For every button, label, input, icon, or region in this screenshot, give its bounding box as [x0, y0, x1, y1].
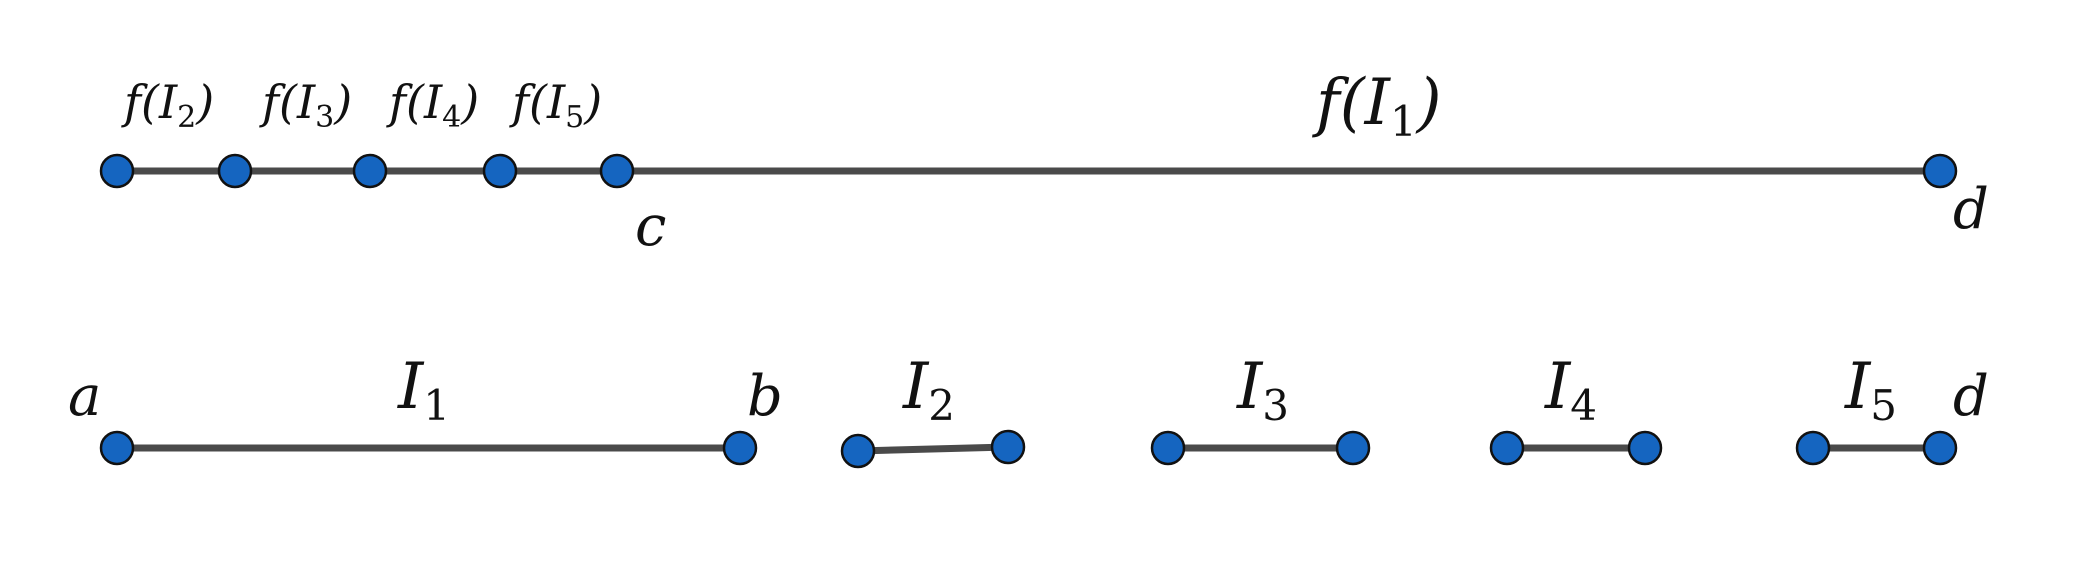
point-a [99, 430, 135, 466]
label-I3: I3 [1236, 350, 1289, 430]
label-a: a [68, 364, 101, 429]
top-point-d [1922, 153, 1958, 189]
top-point-c [599, 153, 635, 189]
label-I1: I1 [397, 350, 450, 430]
top-point-4 [482, 153, 518, 189]
label-b: b [747, 364, 783, 429]
point-d-bottom [1922, 430, 1958, 466]
label-f-I3: f(I3) [259, 75, 352, 135]
point-I3-left [1150, 430, 1186, 466]
label-c: c [635, 194, 666, 259]
label-d-bottom: d [1953, 364, 1989, 429]
point-I4-right [1627, 430, 1663, 466]
point-I2-left [840, 433, 876, 469]
point-I5-left [1795, 430, 1831, 466]
top-point-1 [99, 153, 135, 189]
top-point-2 [217, 153, 253, 189]
point-I2-right [990, 429, 1026, 465]
point-b [722, 430, 758, 466]
top-point-3 [352, 153, 388, 189]
label-I2: I2 [902, 350, 955, 430]
bottom-row: I1 I2 I3 I4 I5 a b d [68, 350, 1989, 469]
label-f-I5: f(I5) [509, 75, 602, 135]
point-I3-right [1335, 430, 1371, 466]
label-f-I1: f(I1) [1312, 66, 1442, 146]
label-I5: I5 [1844, 350, 1897, 430]
point-I4-left [1489, 430, 1525, 466]
label-I4: I4 [1544, 350, 1597, 430]
label-d-top: d [1953, 177, 1989, 242]
top-row: f(I2) f(I3) f(I4) f(I5) f(I1) c d [99, 66, 1989, 259]
label-f-I4: f(I4) [386, 75, 479, 135]
label-f-I2: f(I2) [121, 75, 214, 135]
segment-I2 [854, 443, 1012, 455]
